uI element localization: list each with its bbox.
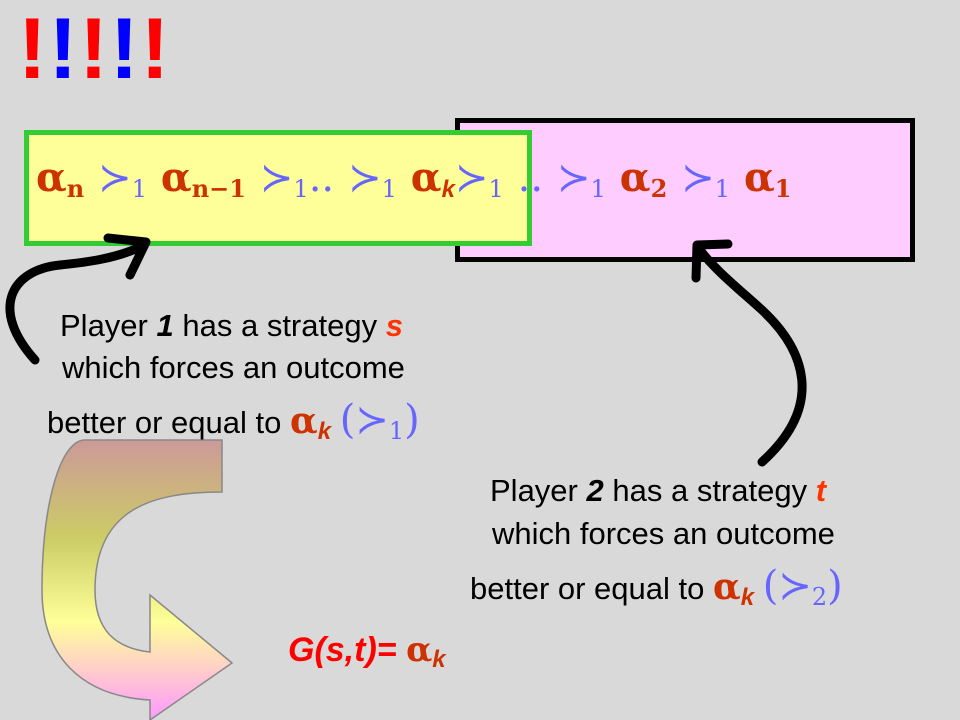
player2-line1: Player 2 has a strategy t — [490, 473, 827, 508]
alpha-k: αk — [406, 630, 446, 673]
succ-1: ≻1 — [681, 155, 730, 203]
alpha-n-minus-1: αn−1 — [160, 154, 246, 203]
succ-1: ≻1 — [348, 155, 397, 203]
player1-line3: better or equal to αk (≻1) — [47, 397, 420, 445]
arrow-right-curve — [695, 245, 807, 467]
pref-paren: (≻1) — [339, 397, 420, 445]
curved-band-arrow — [41, 439, 234, 720]
exclamation-blue: ! — [109, 1, 141, 97]
succ-1: ≻1 — [259, 155, 309, 203]
player1-region-box — [24, 130, 532, 246]
dots: .. — [517, 155, 544, 201]
dots: .. — [308, 155, 335, 201]
succ-1: ≻1 — [454, 155, 504, 203]
arrow-left-curve — [5, 243, 143, 365]
alpha-1: α1 — [743, 154, 792, 203]
succ-1: ≻1 — [98, 155, 147, 203]
alpha-k: αk — [290, 400, 332, 445]
succ-1: ≻1 — [557, 155, 606, 203]
game-result: G(s,t)= αk — [288, 630, 446, 673]
player2-line2: which forces an outcome — [492, 516, 835, 551]
pref-paren: (≻2) — [762, 563, 843, 611]
exclamation-marks: !!!!! — [18, 6, 171, 92]
player2-line3: better or equal to αk (≻2) — [470, 563, 843, 611]
alpha-k: αk — [410, 154, 455, 203]
exclamation-red: ! — [79, 1, 110, 97]
exclamation-red: ! — [18, 1, 49, 97]
preference-sequence: αn ≻1 αn−1 ≻1.. ≻1 αk≻1 .. ≻1 α2 ≻1 α1 — [36, 154, 791, 204]
exclamation-red: ! — [140, 1, 172, 97]
player1-line2: which forces an outcome — [62, 350, 405, 385]
alpha-2: α2 — [619, 154, 668, 203]
player1-line1: Player 1 has a strategy s — [60, 308, 403, 343]
alpha-n: αn — [36, 154, 85, 203]
arrow-left-head — [103, 233, 151, 280]
arrow-right-head — [691, 239, 733, 283]
alpha-k: αk — [713, 566, 755, 611]
exclamation-blue: ! — [48, 1, 80, 97]
